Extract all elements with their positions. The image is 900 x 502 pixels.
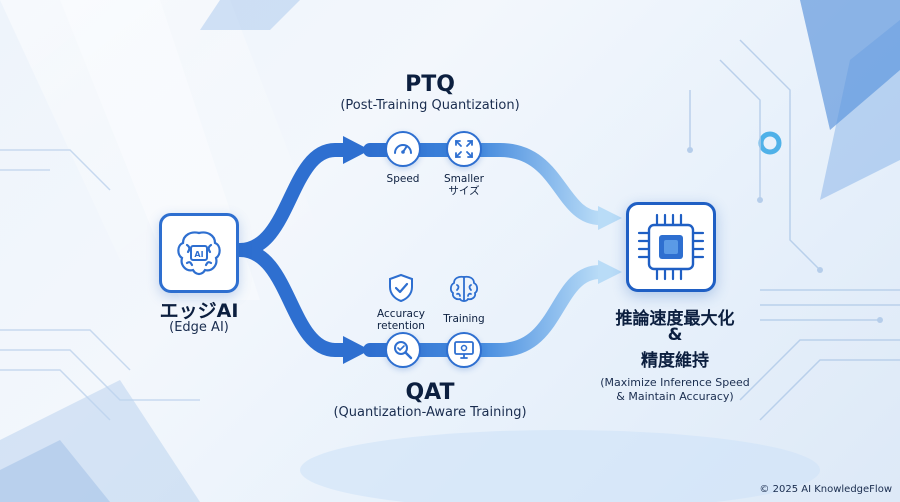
- smaller-size-node: [446, 131, 482, 167]
- ptq-path-arrow: [363, 143, 607, 225]
- copyright-text: © 2025 AI KnowledgeFlow: [759, 484, 892, 495]
- cpu-chip-icon: [637, 213, 705, 281]
- accuracy-shield: [385, 272, 417, 304]
- edge-ai-sublabel: (Edge AI): [169, 320, 229, 335]
- brain-chip-icon: AI: [177, 231, 221, 276]
- magnifier-check-icon: [394, 341, 413, 360]
- speed-label: Speed: [386, 173, 420, 185]
- goal-title-line1: 推論速度最大化: [615, 309, 735, 329]
- ptq-title: PTQ: [405, 72, 455, 97]
- goal-english-line2: & Maintain Accuracy): [616, 390, 734, 403]
- training-label: Training: [443, 313, 485, 325]
- brain-icon: [449, 275, 479, 302]
- qat-magnifier-node: [385, 332, 421, 368]
- goal-english-line1: (Maximize Inference Speed: [600, 376, 750, 389]
- ptq-subtitle: (Post-Training Quantization): [340, 98, 520, 113]
- goal-ampersand: &: [667, 325, 683, 345]
- qat-entry-arrowhead: [343, 336, 370, 364]
- edge-chip-text: AI: [194, 250, 203, 259]
- qat-exit-arrowhead: [598, 260, 622, 284]
- qat-path-arrow: [363, 265, 607, 357]
- speed-node: [385, 131, 421, 167]
- qat-title: QAT: [405, 380, 455, 405]
- ptq-exit-arrowhead: [598, 206, 622, 230]
- monitor-training-icon: [454, 341, 474, 359]
- edge-ai-label: エッジAI: [159, 300, 239, 322]
- edge-branch-arrow: [233, 143, 352, 357]
- shield-check-icon: [389, 273, 413, 303]
- smaller-label-line1: Smaller: [444, 173, 484, 185]
- training-brain: [446, 272, 482, 304]
- qat-monitor-node: [446, 332, 482, 368]
- qat-subtitle: (Quantization-Aware Training): [333, 405, 527, 420]
- accuracy-label-line1: Accuracy: [377, 308, 425, 320]
- resize-arrows-icon: [455, 140, 473, 158]
- smaller-label-line2: サイズ: [448, 185, 480, 197]
- speedometer-icon: [394, 144, 412, 154]
- ptq-entry-arrowhead: [343, 136, 370, 164]
- edge-ai-node: AI: [159, 213, 239, 293]
- accuracy-label-line2: retention: [377, 320, 425, 332]
- goal-title-line2: 精度維持: [641, 351, 709, 371]
- inference-chip-node: [626, 202, 716, 292]
